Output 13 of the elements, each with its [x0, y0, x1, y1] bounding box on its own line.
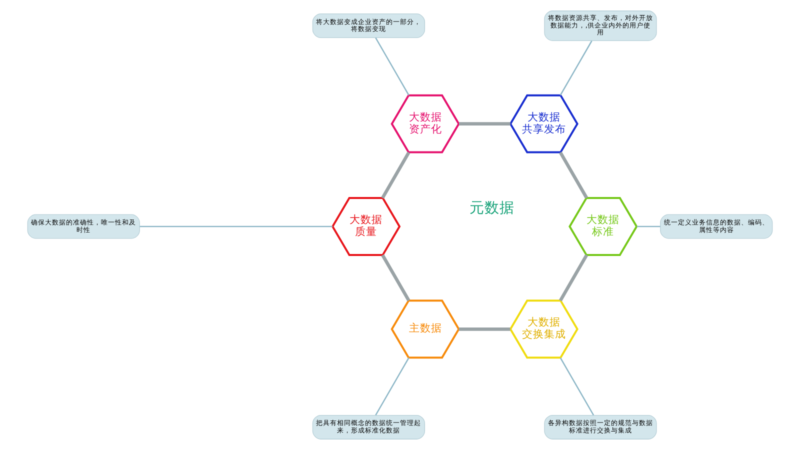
label: 元数据: [470, 199, 515, 216]
connector: [636, 226, 660, 228]
connector: [381, 152, 410, 199]
connector: [560, 357, 594, 416]
connector: [558, 152, 588, 199]
connector: [375, 357, 410, 416]
connector: [458, 328, 510, 331]
connector: [140, 226, 333, 228]
connector: [560, 40, 592, 96]
connector: [375, 37, 410, 96]
connector: [458, 122, 510, 126]
connector: [381, 254, 410, 302]
connector: [558, 254, 588, 302]
